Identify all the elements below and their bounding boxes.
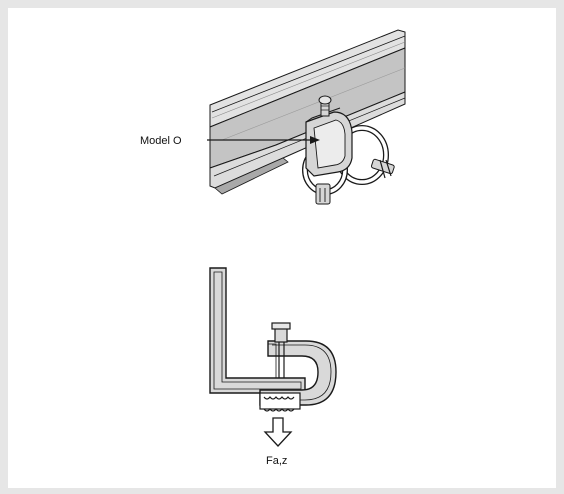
set-screw-top [318,95,332,117]
threaded-insert [259,392,301,412]
rail-mounting-illustration: Model O [140,29,406,205]
set-screw-section [271,322,291,378]
angle-profile [209,267,306,394]
force-label: Fa,z [266,455,287,467]
clamp-cross-section: Fa,z [209,267,337,467]
load-arrow [263,417,293,447]
c-clamp-body [259,340,337,406]
model-o-leader [207,136,320,144]
model-o-clamp [305,107,353,177]
model-o-label: Model O [140,135,182,147]
rail-top-flange [209,29,406,128]
